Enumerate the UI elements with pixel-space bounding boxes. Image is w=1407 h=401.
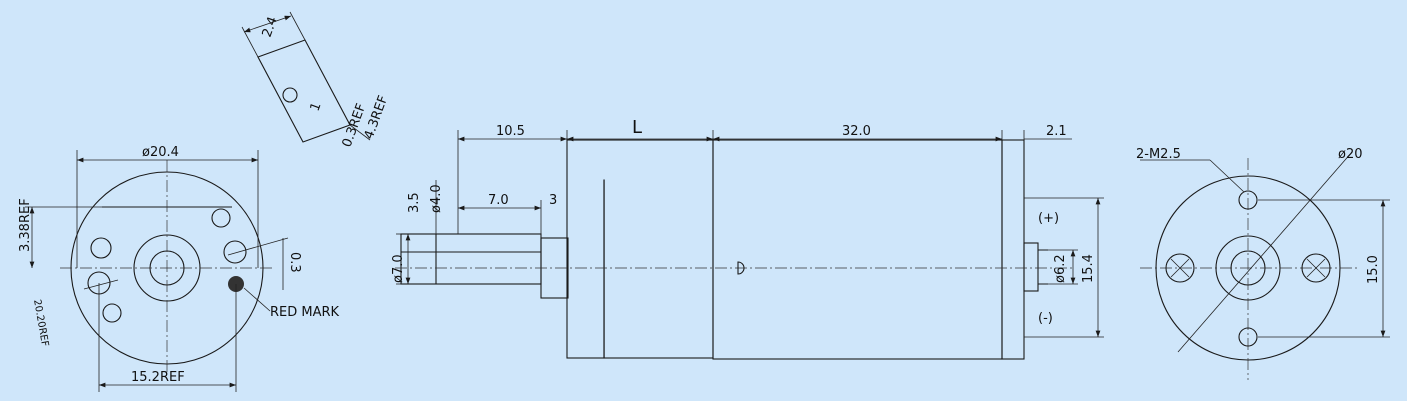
side-40-label: ø4.0 bbox=[429, 184, 444, 213]
rear-150-label: 15.0 bbox=[1366, 255, 1381, 284]
detail-43-label: 4.3REF bbox=[362, 94, 392, 142]
side-62-label: ø6.2 bbox=[1053, 254, 1068, 283]
side-35-label: 3.5 bbox=[407, 192, 422, 213]
front-terminal-plus bbox=[223, 240, 247, 264]
detail-1-label: 1 bbox=[308, 100, 325, 113]
output-shaft bbox=[400, 233, 542, 285]
front-dia-label: ø20.4 bbox=[142, 145, 179, 160]
rear-view: 2-M2.5 ø20 15.0 bbox=[1136, 147, 1390, 380]
side-105-label: 10.5 bbox=[496, 124, 525, 139]
front-offset-label: 3.38REF bbox=[18, 198, 33, 252]
front-view: ø20.4 3.38REF 0.3 20.20REF 15.2REF RED M… bbox=[18, 145, 340, 392]
front-ref-label: 20.20REF bbox=[31, 299, 50, 348]
side-154-label: 15.4 bbox=[1081, 254, 1096, 283]
side-70-label: 7.0 bbox=[488, 193, 509, 208]
side-320-label: 32.0 bbox=[842, 124, 871, 139]
side-view: 10.5 L 32.0 2.1 3.5 ø4.0 7.0 3 ø7.0 ø6.2… bbox=[391, 117, 1104, 360]
side-3-label: 3 bbox=[549, 193, 557, 208]
side-dia7-label: ø7.0 bbox=[391, 254, 406, 283]
detail-view: 2.4 1 4.3REF 0.3REF bbox=[241, 11, 392, 149]
front-gap-label: 0.3 bbox=[287, 252, 302, 273]
rear-dia-label: ø20 bbox=[1338, 147, 1363, 162]
side-plus-label: (+) bbox=[1038, 211, 1059, 226]
rear-mount-hole-bottom bbox=[1238, 327, 1258, 347]
front-width-label: 15.2REF bbox=[131, 370, 185, 385]
detail-24-label: 2.4 bbox=[260, 15, 281, 40]
motor-can bbox=[712, 139, 1003, 360]
rear-vent-left bbox=[1165, 253, 1195, 283]
rear-vent-right bbox=[1301, 253, 1331, 283]
side-L-label: L bbox=[632, 117, 642, 138]
rear-mount-hole-top bbox=[1238, 190, 1258, 210]
side-minus-label: (-) bbox=[1038, 311, 1053, 326]
rear-screws-label: 2-M2.5 bbox=[1136, 147, 1181, 162]
red-mark-label: RED MARK bbox=[270, 305, 340, 320]
gearbox-body bbox=[566, 139, 714, 359]
side-21-label: 2.1 bbox=[1046, 124, 1067, 139]
